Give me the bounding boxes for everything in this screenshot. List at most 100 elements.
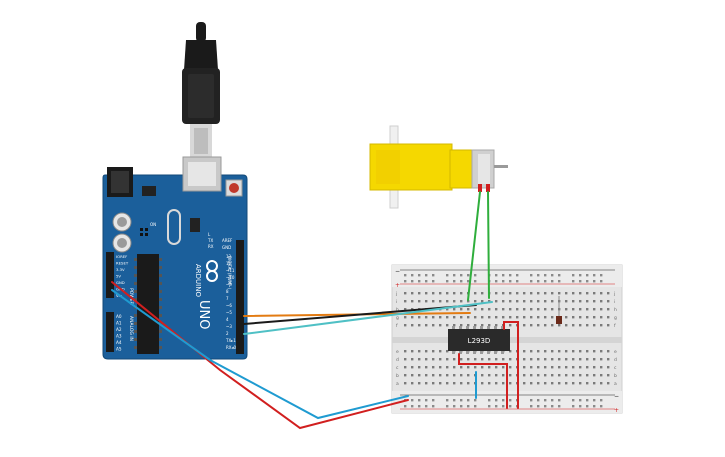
breadboard-hole[interactable] [460,308,463,311]
breadboard-hole[interactable] [432,292,435,295]
breadboard-hole[interactable] [446,405,449,408]
breadboard-hole[interactable] [432,358,435,361]
breadboard-hole[interactable] [586,300,589,303]
breadboard-hole[interactable] [495,374,498,377]
breadboard-hole[interactable] [558,405,561,408]
breadboard-hole[interactable] [411,366,414,369]
breadboard-hole[interactable] [495,274,498,277]
breadboard-hole[interactable] [460,292,463,295]
breadboard-hole[interactable] [579,300,582,303]
wire-red-5v[interactable] [111,281,409,430]
breadboard-hole[interactable] [572,324,575,327]
breadboard-hole[interactable] [572,399,575,402]
breadboard-hole[interactable] [544,382,547,385]
breadboard-hole[interactable] [425,382,428,385]
breadboard-hole[interactable] [509,350,512,353]
breadboard-hole[interactable] [467,280,470,283]
breadboard-hole[interactable] [495,308,498,311]
breadboard-hole[interactable] [551,358,554,361]
breadboard-hole[interactable] [432,366,435,369]
breadboard-hole[interactable] [551,324,554,327]
breadboard-hole[interactable] [418,399,421,402]
breadboard-hole[interactable] [530,300,533,303]
breadboard-hole[interactable] [593,405,596,408]
breadboard-hole[interactable] [551,280,554,283]
breadboard-hole[interactable] [453,374,456,377]
breadboard-hole[interactable] [411,350,414,353]
breadboard-hole[interactable] [579,292,582,295]
breadboard-hole[interactable] [439,300,442,303]
wires[interactable] [111,191,519,430]
breadboard-hole[interactable] [593,274,596,277]
breadboard-hole[interactable] [600,350,603,353]
breadboard-hole[interactable] [481,316,484,319]
breadboard-hole[interactable] [404,280,407,283]
breadboard-hole[interactable] [432,374,435,377]
breadboard-hole[interactable] [600,316,603,319]
breadboard-hole[interactable] [488,405,491,408]
breadboard-hole[interactable] [418,374,421,377]
breadboard-hole[interactable] [600,300,603,303]
breadboard-hole[interactable] [467,274,470,277]
digital-header[interactable] [236,240,244,354]
breadboard-hole[interactable] [572,374,575,377]
breadboard-hole[interactable] [607,358,610,361]
breadboard-hole[interactable] [481,374,484,377]
wire-teal-signal[interactable] [243,301,493,335]
breadboard-hole[interactable] [418,316,421,319]
breadboard-hole[interactable] [418,350,421,353]
breadboard-hole[interactable] [579,324,582,327]
breadboard-hole[interactable] [432,280,435,283]
breadboard-hole[interactable] [460,300,463,303]
breadboard-hole[interactable] [530,316,533,319]
breadboard-hole[interactable] [502,358,505,361]
breadboard-hole[interactable] [411,382,414,385]
breadboard-hole[interactable] [404,366,407,369]
breadboard-hole[interactable] [579,358,582,361]
breadboard-hole[interactable] [411,308,414,311]
breadboard-holes[interactable] [404,274,610,408]
breadboard-hole[interactable] [460,374,463,377]
breadboard-hole[interactable] [579,308,582,311]
breadboard-hole[interactable] [509,374,512,377]
breadboard-hole[interactable] [481,366,484,369]
breadboard-hole[interactable] [453,300,456,303]
breadboard-hole[interactable] [509,399,512,402]
breadboard-hole[interactable] [572,382,575,385]
breadboard-hole[interactable] [425,399,428,402]
breadboard-hole[interactable] [530,366,533,369]
breadboard-hole[interactable] [453,324,456,327]
breadboard-hole[interactable] [418,300,421,303]
breadboard-hole[interactable] [509,316,512,319]
breadboard-hole[interactable] [446,274,449,277]
breadboard-hole[interactable] [607,300,610,303]
breadboard-hole[interactable] [481,308,484,311]
breadboard-hole[interactable] [453,382,456,385]
breadboard-hole[interactable] [551,316,554,319]
breadboard-hole[interactable] [586,316,589,319]
breadboard-hole[interactable] [516,274,519,277]
power-header[interactable] [106,252,114,298]
breadboard-hole[interactable] [551,399,554,402]
breadboard-hole[interactable] [593,300,596,303]
breadboard-hole[interactable] [537,366,540,369]
breadboard-hole[interactable] [446,280,449,283]
arduino-uno-board[interactable]: ARDUINO UNO DIGITAL (PWM~) AREF GND 1312… [102,156,248,360]
breadboard-hole[interactable] [425,374,428,377]
breadboard-hole[interactable] [502,308,505,311]
breadboard-hole[interactable] [593,308,596,311]
breadboard-hole[interactable] [404,374,407,377]
breadboard-hole[interactable] [404,292,407,295]
breadboard-hole[interactable] [544,316,547,319]
breadboard-hole[interactable] [425,324,428,327]
breadboard-hole[interactable] [411,300,414,303]
breadboard-hole[interactable] [516,316,519,319]
breadboard-hole[interactable] [432,405,435,408]
breadboard-hole[interactable] [558,399,561,402]
breadboard-hole[interactable] [418,358,421,361]
breadboard-hole[interactable] [530,308,533,311]
breadboard-hole[interactable] [593,374,596,377]
breadboard-hole[interactable] [509,300,512,303]
breadboard-hole[interactable] [593,280,596,283]
breadboard-hole[interactable] [593,358,596,361]
